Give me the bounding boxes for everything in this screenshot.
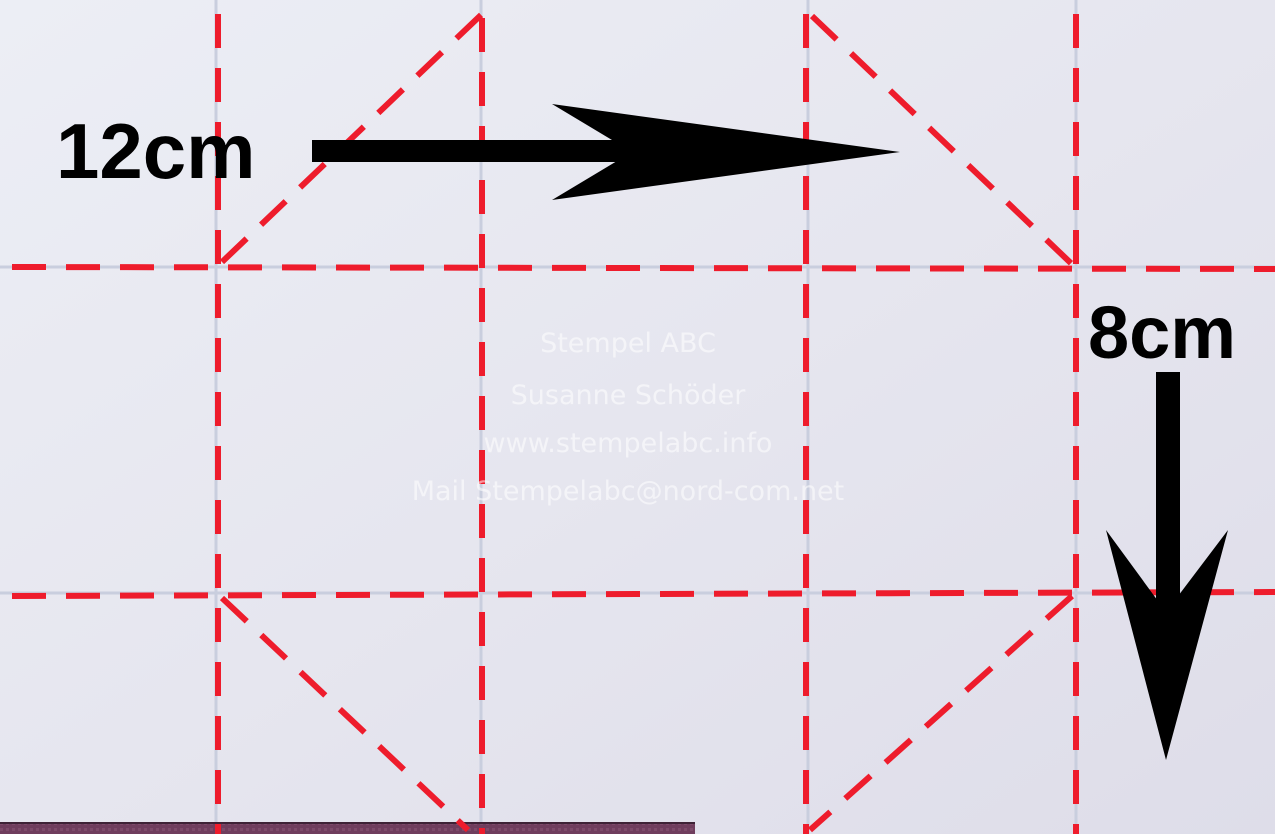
bottom-strip [0,824,695,834]
bottom-strip-edge [0,822,695,824]
watermark-line-3: www.stempelabc.info [484,428,773,459]
watermark-line-1: Stempel ABC [540,328,716,359]
height-label: 8cm [1088,291,1236,374]
watermark-line-4: Mail Stempelabc@nord-com.net [412,476,845,507]
width-label: 12cm [56,107,256,195]
watermark-line-2: Susanne Schöder [511,380,747,411]
